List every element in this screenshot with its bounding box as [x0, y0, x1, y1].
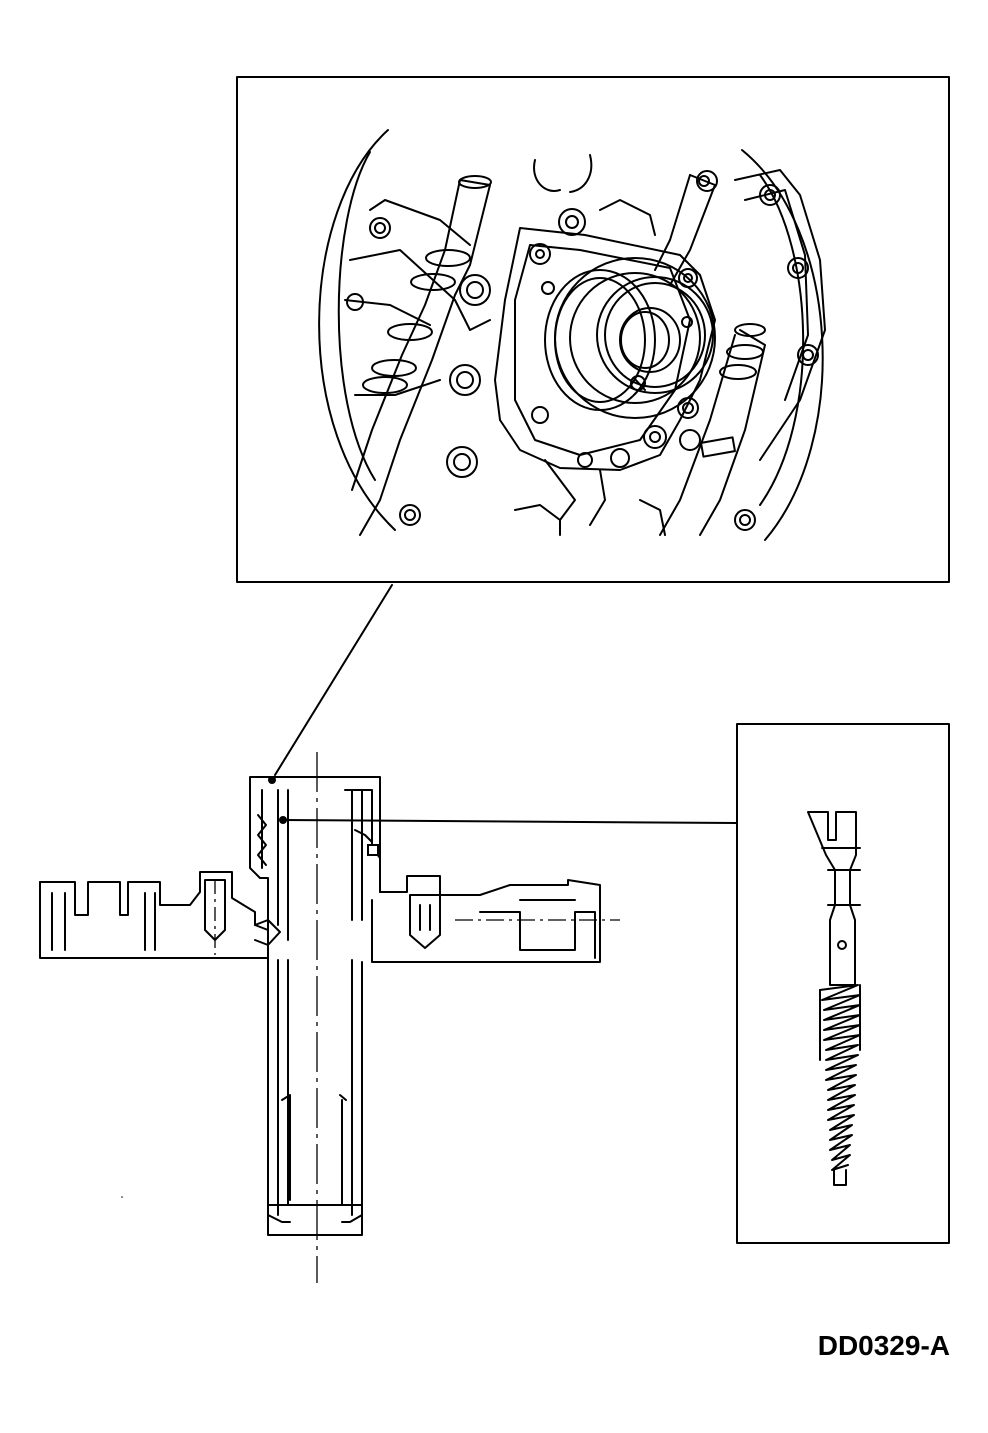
right-tube — [654, 170, 766, 536]
valve-detail-frame — [736, 723, 950, 1244]
valve-leader-line — [282, 819, 738, 824]
section-view — [39, 752, 620, 1283]
housing-web-left — [344, 249, 491, 396]
figure-id-label: DD0329-A — [817, 1330, 950, 1361]
pump-bore — [619, 307, 681, 373]
section-left-flange — [39, 871, 281, 959]
section-hub — [249, 776, 381, 961]
pump-flange — [494, 227, 716, 471]
valve-detail-inset — [736, 723, 950, 1244]
pump-detail-frame — [236, 76, 950, 583]
pump-detail-inset — [236, 76, 950, 583]
housing-outer-arc-left — [318, 129, 396, 531]
inset-leader-line — [274, 584, 393, 776]
pump-body — [494, 227, 716, 471]
housing-bolt-holes — [346, 184, 819, 531]
left-tube — [351, 175, 492, 536]
section-right-flange — [371, 875, 620, 963]
section-shaft — [267, 957, 363, 1236]
valve-spool — [807, 811, 861, 1186]
valve-spring — [819, 984, 861, 1171]
